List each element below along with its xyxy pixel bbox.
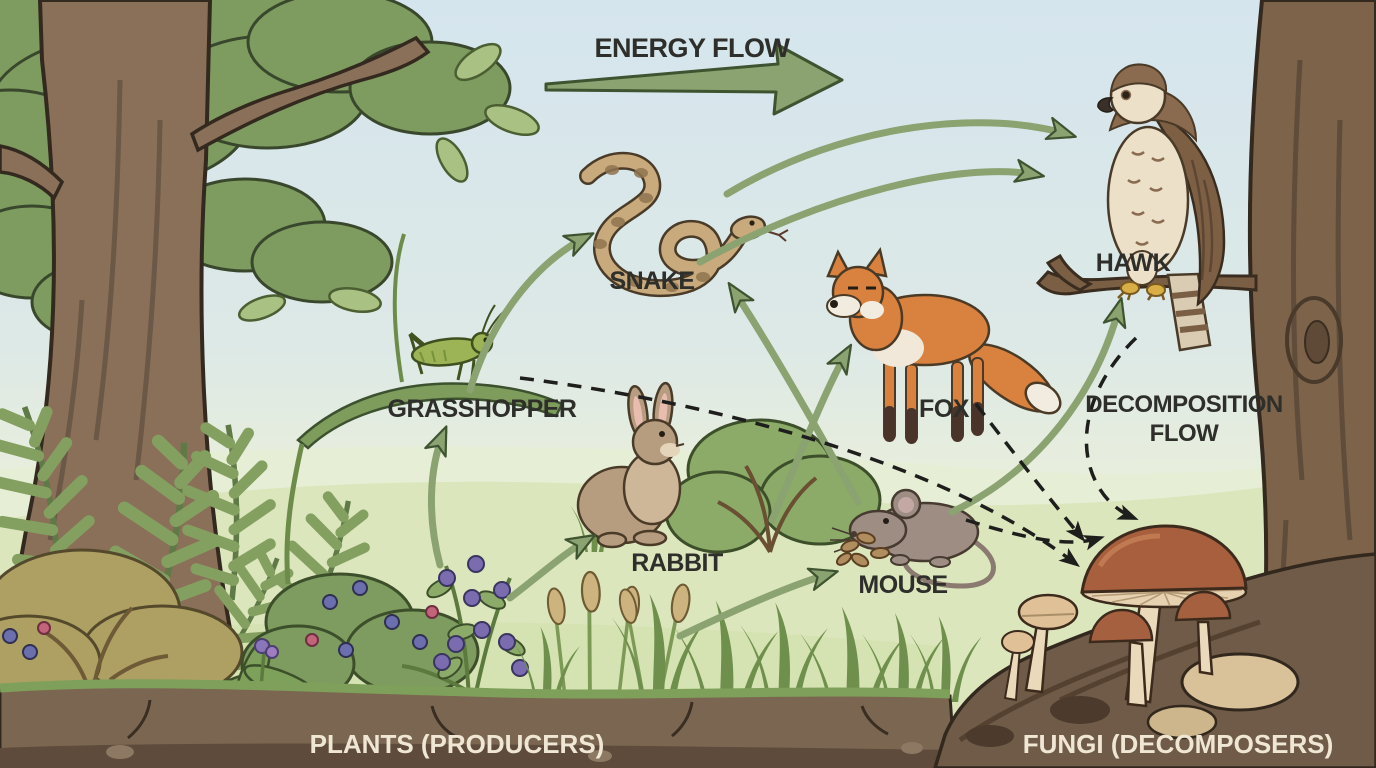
grasshopper-illustration bbox=[284, 233, 564, 585]
oak-tree bbox=[0, 0, 540, 642]
rabbit-illustration bbox=[576, 381, 685, 549]
energy-flow-arrows bbox=[424, 42, 1127, 640]
decomposition-arrows bbox=[519, 336, 1139, 568]
mushrooms-illustration bbox=[1001, 524, 1248, 708]
blueberry-branch bbox=[401, 555, 529, 723]
decomposition-flow-label: DECOMPOSITION FLOW bbox=[1085, 391, 1283, 448]
mouse-label: MOUSE bbox=[858, 571, 948, 599]
mouse-illustration bbox=[830, 488, 996, 589]
energy-flow-big-arrow bbox=[544, 42, 844, 116]
rabbit-label: RABBIT bbox=[631, 549, 723, 577]
energy-flow-label: ENERGY FLOW bbox=[594, 33, 790, 63]
snake-illustration bbox=[579, 151, 789, 298]
fox-label: FOX bbox=[919, 395, 969, 423]
fox-illustration bbox=[826, 247, 1062, 444]
fungi-decomposers-label: FUNGI (DECOMPOSERS) bbox=[1022, 729, 1334, 759]
seeds bbox=[835, 531, 890, 568]
hawk-label: HAWK bbox=[1095, 249, 1171, 277]
grasshopper-label: GRASSHOPPER bbox=[387, 395, 577, 423]
snake-label: SNAKE bbox=[609, 267, 695, 295]
plants-producers-label: PLANTS (PRODUCERS) bbox=[309, 729, 605, 759]
hawk-illustration bbox=[1097, 63, 1226, 352]
soil bbox=[0, 679, 957, 768]
